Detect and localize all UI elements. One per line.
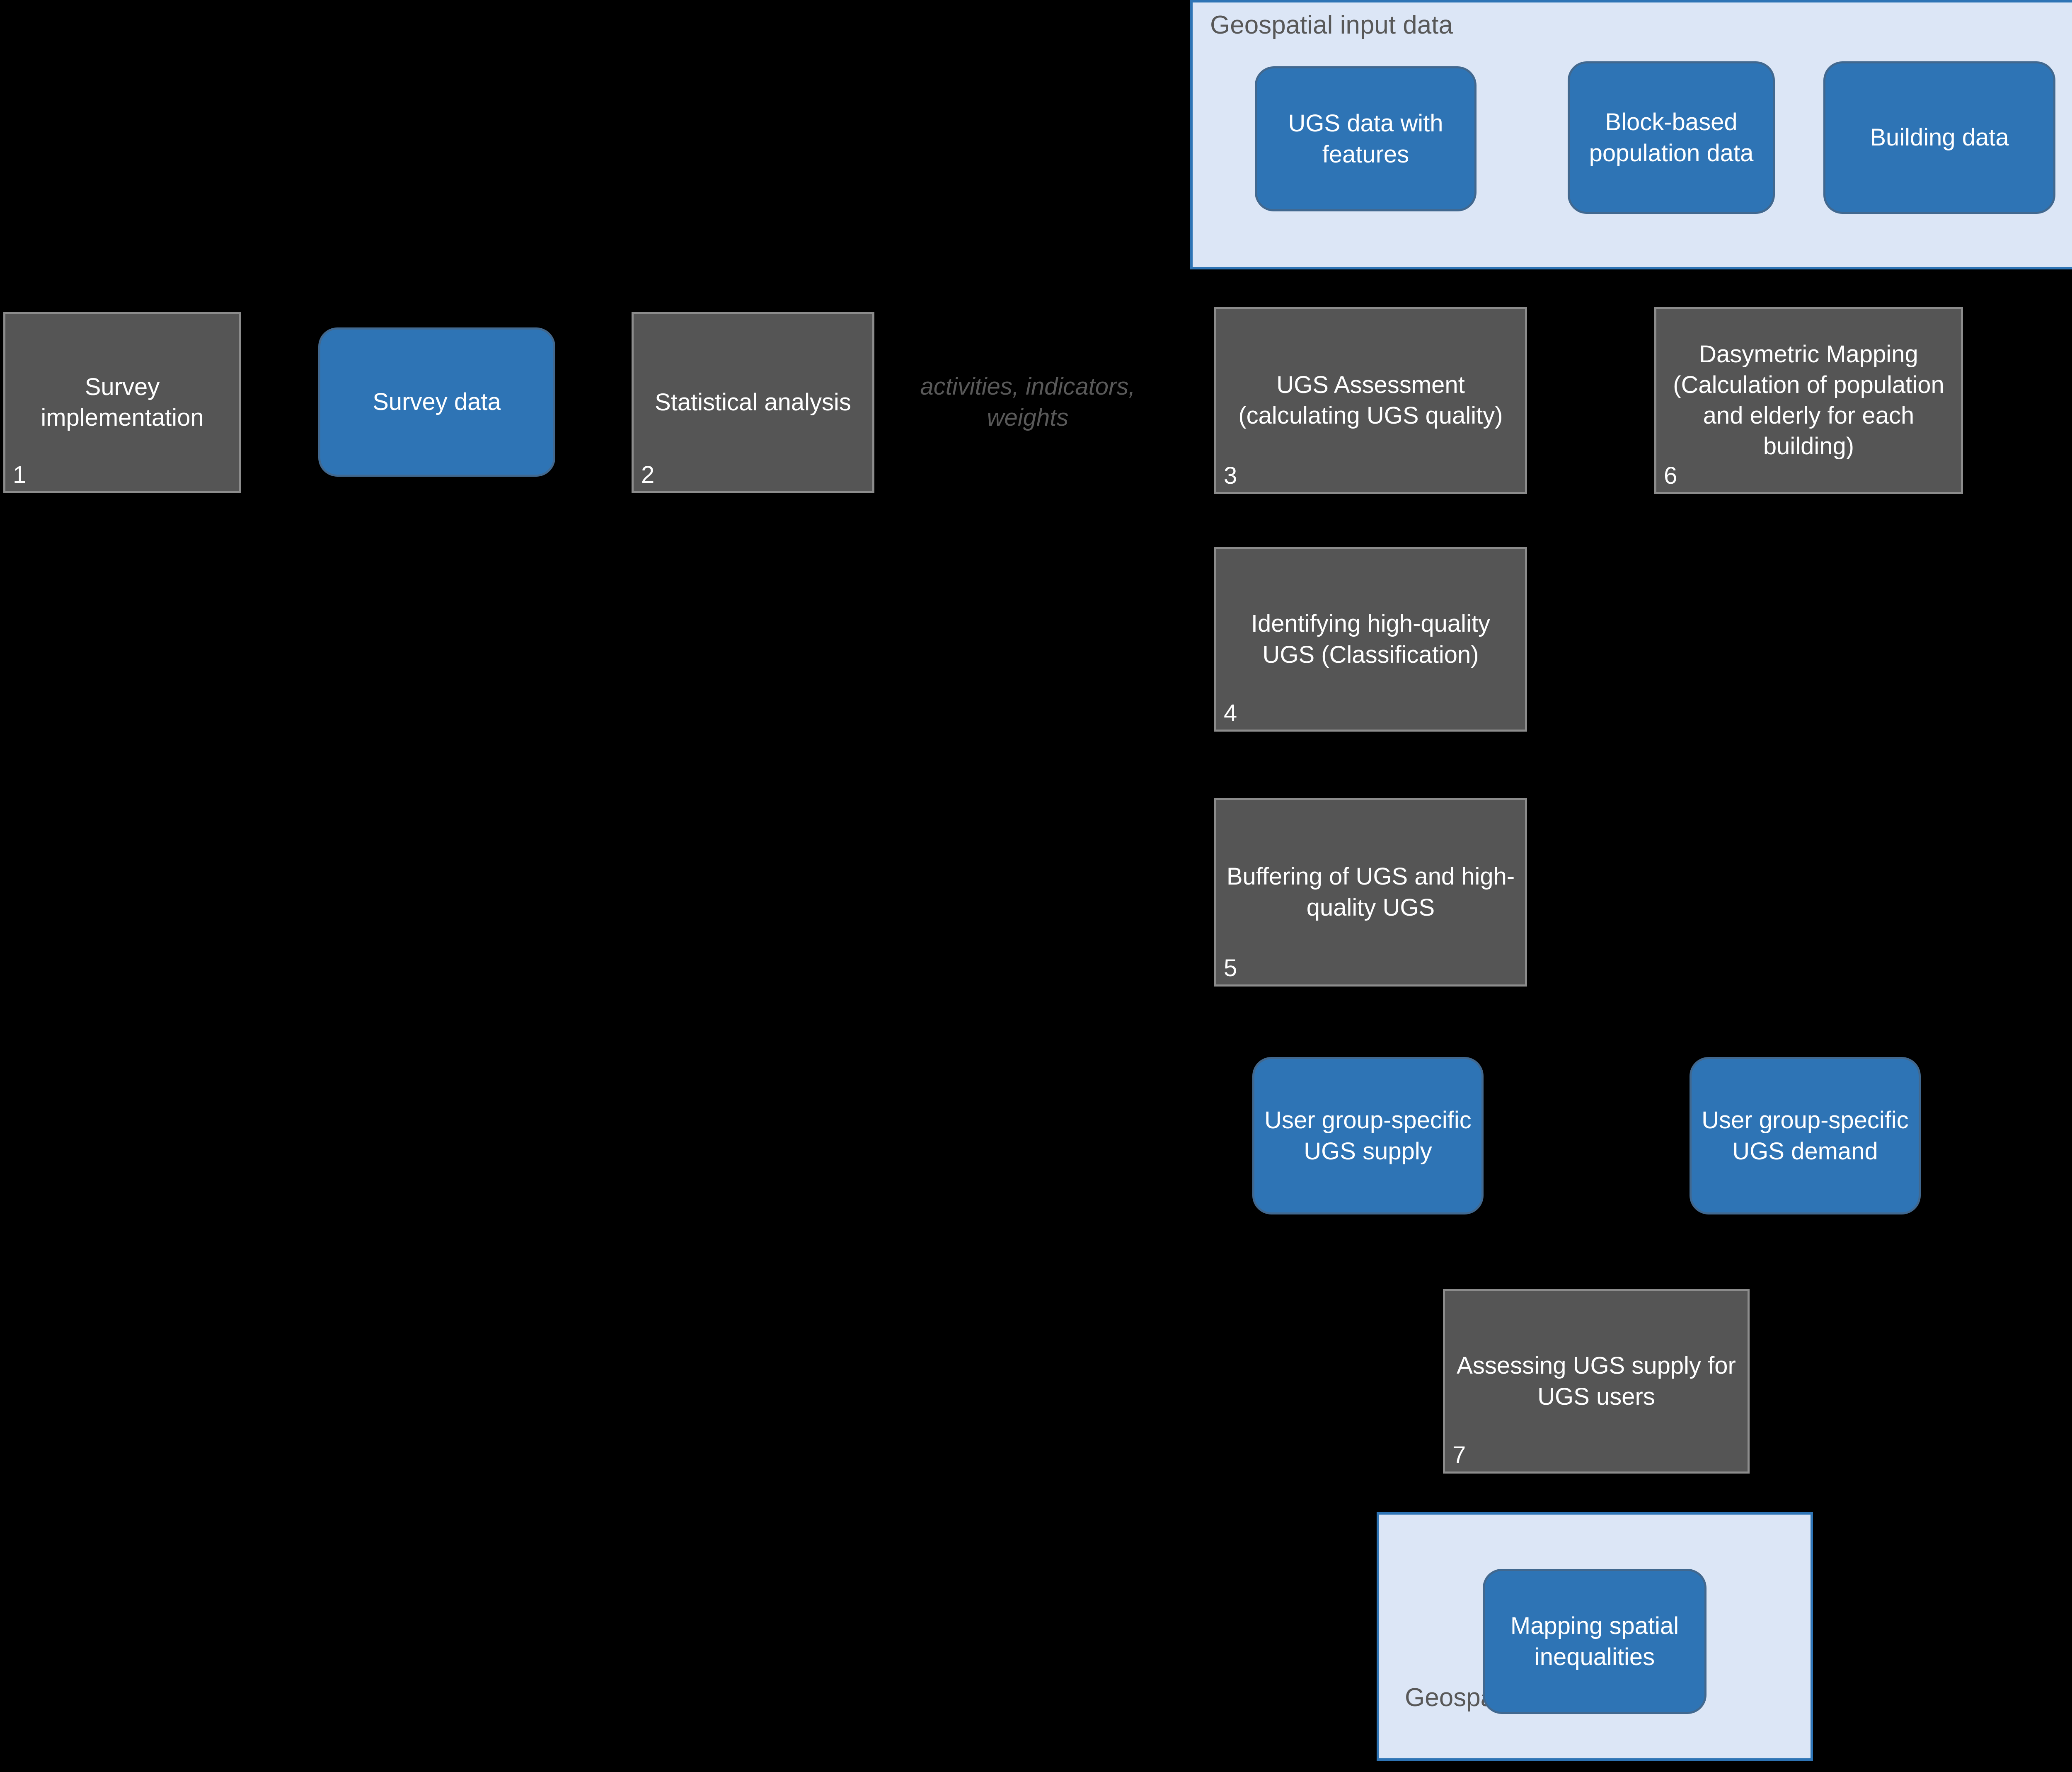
- process-step-6[interactable]: Dasymetric Mapping (Calculation of popul…: [1654, 307, 1963, 494]
- process-step-5[interactable]: Buffering of UGS and high-quality UGS 5: [1214, 798, 1527, 987]
- annotation-activities-indicators-weights: activities, indicators, weights: [920, 373, 1135, 431]
- process-step-5-number: 5: [1224, 955, 1237, 982]
- input-box-ugs-data-with-features[interactable]: UGS data with features: [1255, 66, 1477, 211]
- data-object-user-group-specific-ugs-demand[interactable]: User group-specific UGS demand: [1690, 1057, 1921, 1214]
- process-step-6-number: 6: [1664, 462, 1677, 489]
- process-step-2-label: Statistical analysis: [655, 388, 851, 416]
- process-step-3-number: 3: [1224, 462, 1237, 489]
- process-step-7-label: Assessing UGS supply for UGS users: [1457, 1352, 1736, 1410]
- process-step-1-number: 1: [13, 461, 27, 488]
- process-step-6-label: Dasymetric Mapping (Calculation of popul…: [1673, 340, 1944, 460]
- process-step-3-label: UGS Assessment (calculating UGS quality): [1238, 371, 1503, 429]
- data-object-user-group-specific-ugs-supply[interactable]: User group-specific UGS supply: [1252, 1057, 1484, 1214]
- output-box-mapping-spatial-inequalities[interactable]: Mapping spatial inequalities: [1483, 1569, 1706, 1714]
- process-step-4[interactable]: Identifying high-quality UGS (Classifica…: [1214, 547, 1527, 732]
- process-step-4-number: 4: [1224, 700, 1237, 727]
- data-object-survey-data[interactable]: Survey data: [318, 327, 555, 477]
- input-box-block-based-population-data[interactable]: Block-based population data: [1568, 61, 1775, 214]
- process-step-4-label: Identifying high-quality UGS (Classifica…: [1251, 610, 1491, 668]
- geospatial-input-panel-label: Geospatial input data: [1210, 11, 1453, 39]
- process-step-3[interactable]: UGS Assessment (calculating UGS quality)…: [1214, 307, 1527, 494]
- process-step-5-label: Buffering of UGS and high-quality UGS: [1226, 863, 1515, 921]
- process-step-7[interactable]: Assessing UGS supply for UGS users 7: [1443, 1289, 1750, 1474]
- input-box-building-data[interactable]: Building data: [1823, 61, 2055, 214]
- process-step-1[interactable]: Survey implementation 1: [3, 312, 241, 493]
- process-step-2-number: 2: [641, 461, 655, 488]
- process-step-7-number: 7: [1452, 1442, 1466, 1469]
- process-step-1-label: Survey implementation: [41, 373, 204, 431]
- process-step-2[interactable]: Statistical analysis 2: [632, 312, 874, 493]
